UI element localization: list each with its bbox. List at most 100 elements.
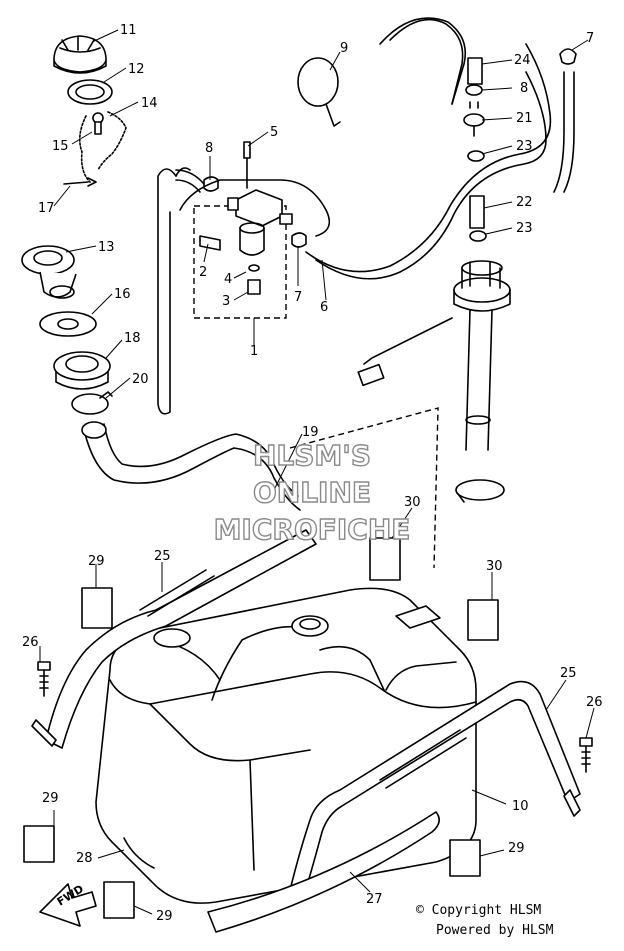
filler-neck [21,245,77,299]
callout-21: 21 [516,111,533,126]
vent-hose-loop [179,179,331,237]
retaining-chain [78,111,127,183]
clip-23b [469,230,487,242]
fuel-filler-cap [53,35,107,74]
callout-29c: 29 [508,841,525,856]
callout-9: 9 [340,41,348,56]
clip-23a [467,150,485,162]
callout-7b: 7 [586,31,594,46]
filter-dashed-box [193,205,287,319]
bolt-26-right [579,737,593,773]
tank-boss [153,628,191,648]
neck-gasket [39,311,97,337]
band-clamp-9 [297,57,341,127]
filler-hose [81,421,301,511]
filter-nipple [243,141,251,189]
callout-16: 16 [114,287,131,302]
pad-29b [23,825,55,863]
neck-nut [53,351,111,390]
fwd-arrow: FWD [39,882,97,927]
fuel-tank [95,587,477,904]
callout-22: 22 [516,195,533,210]
callout-27: 27 [366,892,383,907]
cap-gasket [67,79,113,105]
callout-5: 5 [270,125,278,140]
powered-by-line: Powered by HLSM [436,923,554,938]
breather-hose-loop [157,167,191,415]
callout-labels: 11 12 14 15 17 13 16 18 20 9 8 5 2 4 3 7… [22,23,603,924]
callout-15: 15 [52,139,69,154]
callout-2: 2 [199,265,207,280]
callout-20: 20 [132,372,149,387]
hose-loop-top [379,17,467,105]
callout-1: 1 [250,344,258,359]
watermark-line-2: ONLINE [253,476,371,509]
callout-23a: 23 [516,139,533,154]
pad-30b [467,599,499,641]
callout-23b: 23 [516,221,533,236]
callout-12: 12 [128,62,145,77]
tank-bed-27 [207,811,440,933]
filter-drain-screw [247,279,261,295]
leader-lines [39,29,595,915]
tank-strap-right [289,680,581,897]
chain-screw [92,112,104,135]
callout-29d: 29 [156,909,173,924]
chain-clip-screw [63,177,97,187]
tube-clamp [455,479,505,503]
callout-26b: 26 [586,695,603,710]
cradle-28 [123,837,155,869]
pickup-tube [465,309,493,451]
callout-10: 10 [512,799,529,814]
callout-25b: 25 [560,666,577,681]
clip-7b [559,48,577,65]
watermark-line-1: HLSM'S [253,439,371,472]
hose-22 [469,195,485,229]
vent-tube-right [553,71,575,193]
copyright-line: © Copyright HLSM [416,903,541,918]
bolt-26-left [37,661,51,697]
filter-bracket [199,235,221,251]
callout-28: 28 [76,851,93,866]
fuel-filter [227,189,293,256]
pad-29a [81,587,113,629]
callout-8b: 8 [520,81,528,96]
callout-30a: 30 [404,495,421,510]
fuel-sender-unit [453,260,511,312]
tank-filler-neck [291,615,329,637]
pad-30a [369,537,401,581]
hose-clip-7a [291,232,307,248]
hose-24 [467,57,483,85]
check-valve-21 [463,101,485,137]
callout-14: 14 [141,96,158,111]
callout-24: 24 [514,53,531,68]
callout-29a: 29 [88,554,105,569]
callout-6: 6 [320,300,328,315]
fuel-hose-6 [305,43,552,280]
callout-8a: 8 [205,141,213,156]
callout-25a: 25 [154,549,171,564]
pad-29d [103,881,135,919]
callout-13: 13 [98,240,115,255]
watermark: HLSM'S ONLINE MICROFICHE [213,438,411,546]
callout-30b: 30 [486,559,503,574]
callout-7a: 7 [294,290,302,305]
callout-26a: 26 [22,635,39,650]
assembly-dashed-leader [289,407,439,569]
copyright-block: © Copyright HLSM Powered by HLSM [416,903,554,938]
callout-29b: 29 [42,791,59,806]
pad-29c [449,839,481,877]
callout-3: 3 [222,294,230,309]
callout-4: 4 [224,272,232,287]
callout-19: 19 [302,425,319,440]
watermark-line-3: MICROFICHE [214,513,411,546]
callout-11: 11 [120,23,137,38]
tank-strap-left [31,529,317,749]
callout-18: 18 [124,331,141,346]
callout-17: 17 [38,201,55,216]
pad-30c [395,605,441,629]
hose-clamp-20 [71,391,113,415]
filter-o-ring [248,264,260,272]
sender-wire [357,317,453,387]
